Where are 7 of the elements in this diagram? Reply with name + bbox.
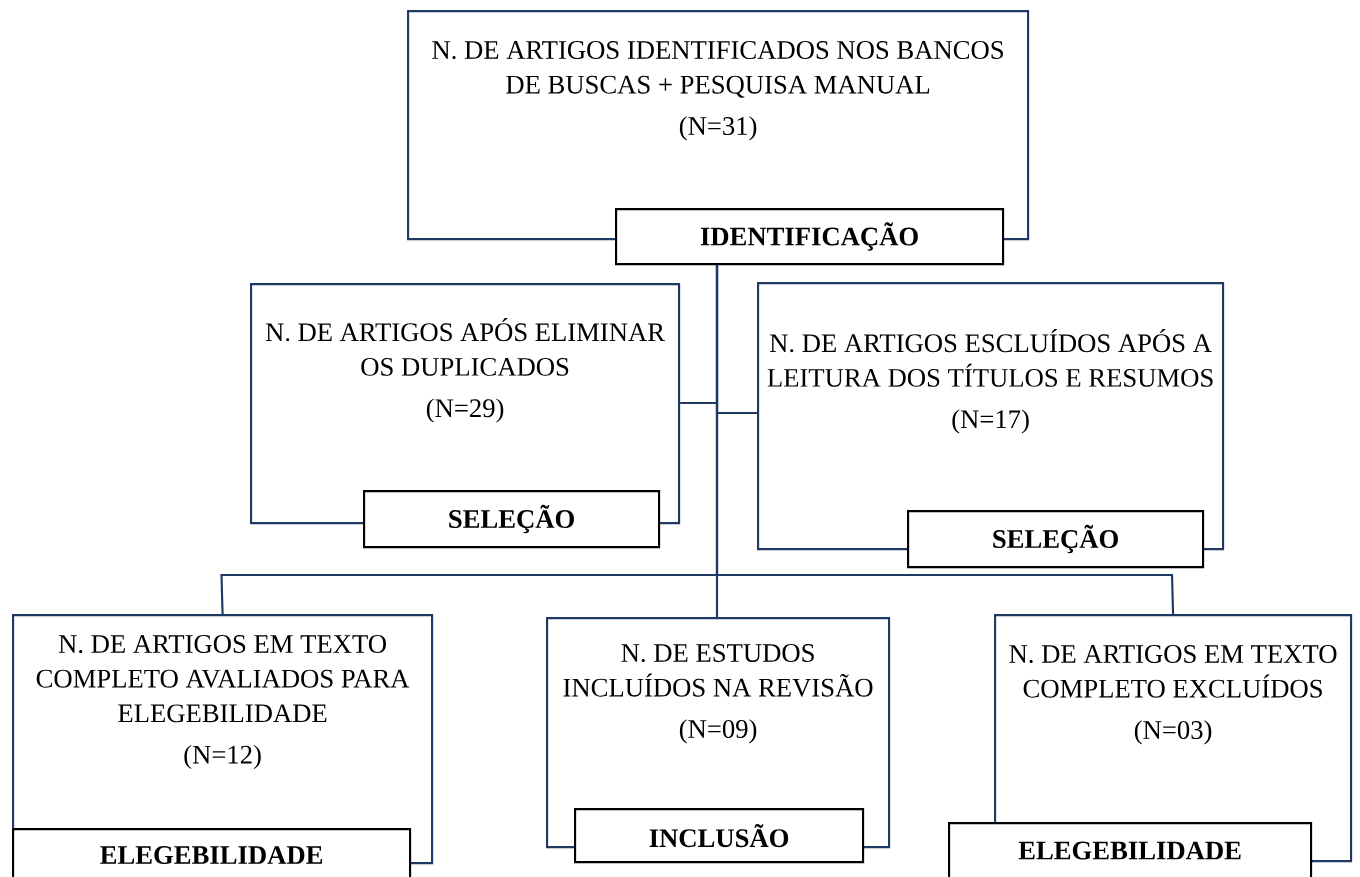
stage-label: ELEGEBILIDADE xyxy=(948,822,1313,877)
stage-label: INCLUSÃO xyxy=(574,808,865,864)
stage-label: SELEÇÃO xyxy=(907,510,1205,569)
connector-line xyxy=(715,265,1175,614)
stage-label: ELEGEBILIDADE xyxy=(12,828,412,877)
stage-label: SELEÇÃO xyxy=(363,490,661,549)
stage-label: IDENTIFICAÇÃO xyxy=(615,208,1005,266)
